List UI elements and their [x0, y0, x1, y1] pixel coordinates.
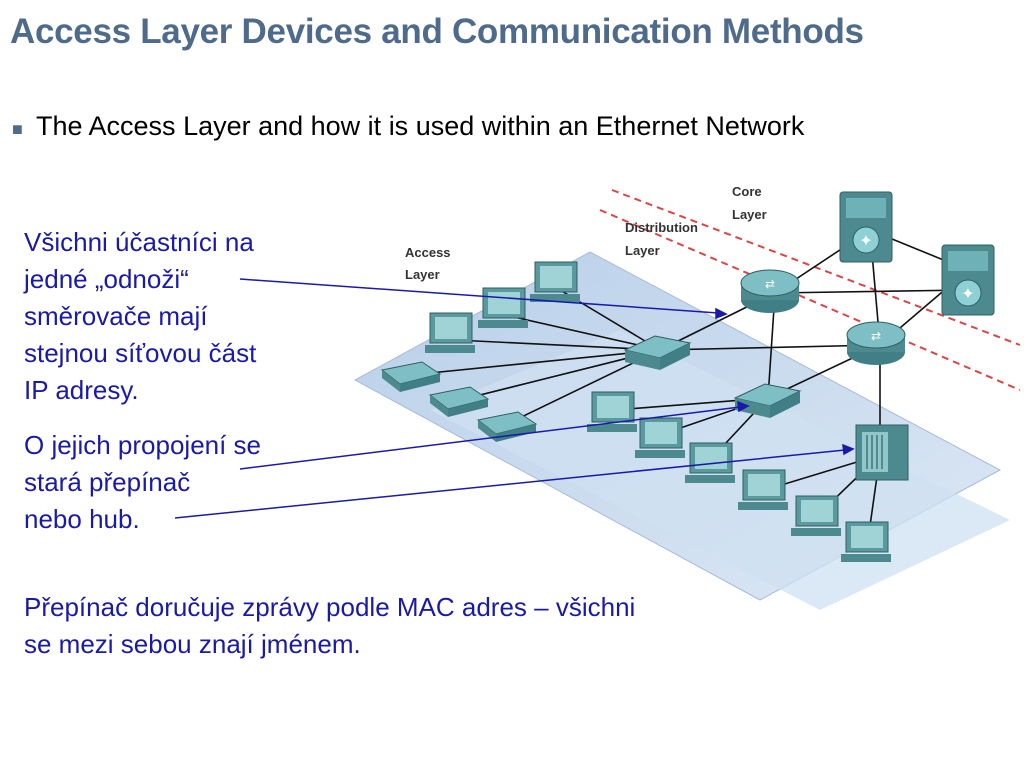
note-line: O jejich propojení se [24, 430, 262, 460]
note-switch-or-hub: O jejich propojení se stará přepínač neb… [24, 427, 261, 538]
pc [425, 312, 475, 353]
note-line: Všichni účastníci na [24, 227, 254, 257]
bullet-square-icon: ■ [12, 119, 23, 139]
hub [855, 424, 909, 481]
ip-phone [380, 361, 442, 392]
pcs [425, 261, 891, 562]
svg-text:✦: ✦ [859, 231, 872, 250]
arrow-to-hub [174, 449, 846, 519]
core-distribution-boundary [611, 189, 1021, 346]
router-2: ⇄ [846, 321, 906, 365]
bullet-text: The Access Layer and how it is used with… [36, 111, 805, 141]
pc [635, 417, 685, 458]
annotation-arrows [174, 278, 855, 519]
note-mac-delivery: Přepínač doručuje zprávy podle MAC adres… [24, 589, 635, 663]
arrow-to-switch [239, 406, 741, 470]
core-layer-label-1: Core [732, 184, 762, 199]
note-line: směrovače mají [24, 301, 208, 331]
distribution-access-boundary [599, 209, 1021, 391]
core-layer-label-2: Layer [732, 207, 767, 222]
distribution-layer-label-1: Distribution [625, 220, 698, 235]
pc [791, 495, 841, 536]
ip-phone [476, 411, 538, 442]
switch-2 [733, 383, 802, 418]
access-layer-label-2: Layer [405, 267, 440, 282]
pc [841, 521, 891, 562]
pc [587, 391, 637, 432]
pc [738, 469, 788, 510]
note-line: stará přepínač [24, 467, 191, 497]
svg-text:⇄: ⇄ [765, 277, 775, 291]
slide-title: Access Layer Devices and Communication M… [10, 12, 864, 51]
distribution-layer-label-2: Layer [625, 243, 660, 258]
router-1: ⇄ [740, 269, 800, 313]
arrow-to-router [239, 278, 719, 314]
access-layer-label-1: Access [405, 245, 451, 260]
note-line: Přepínač doručuje zprávy podle MAC adres… [24, 592, 636, 622]
note-line: nebo hub. [24, 504, 140, 534]
svg-text:⇄: ⇄ [871, 329, 881, 343]
svg-text:✦: ✦ [961, 284, 974, 303]
ip-phones [380, 361, 538, 442]
note-line: IP adresy. [24, 375, 139, 405]
note-line: jedné „odnoži“ [24, 264, 189, 294]
pc [478, 287, 528, 328]
note-same-network: Všichni účastníci na jedné „odnoži“ směr… [24, 224, 256, 409]
pc [530, 261, 580, 302]
core-switch-2: ✦ [941, 244, 995, 316]
note-line: stejnou síťovou část [24, 338, 257, 368]
core-switch-1: ✦ [839, 191, 893, 263]
ip-phone [428, 386, 490, 417]
switch-1 [623, 335, 692, 370]
note-line: se mezi sebou znají jménem. [24, 629, 361, 659]
